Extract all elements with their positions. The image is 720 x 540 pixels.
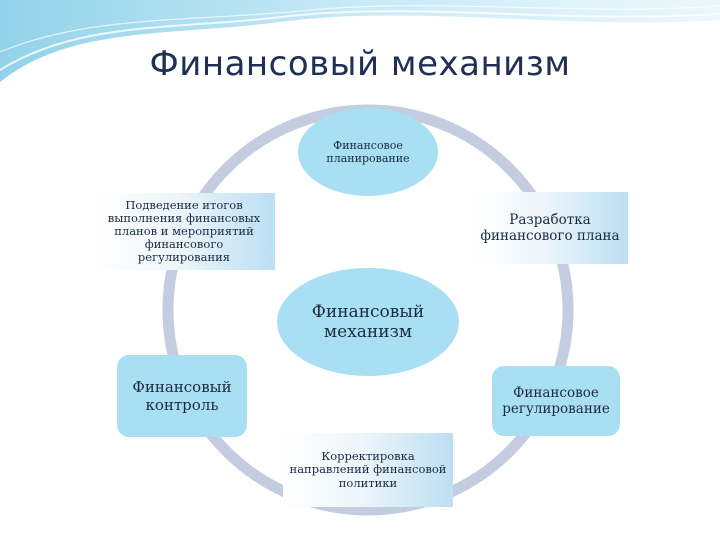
node-label: Финансовый механизм xyxy=(311,301,425,342)
node-financial-control: Финансовый контроль xyxy=(117,355,247,437)
node-develop-plan: Разработка финансового плана xyxy=(472,192,628,264)
node-label: Разработка финансового плана xyxy=(480,211,620,244)
node-label: Финансовое планирование xyxy=(326,138,410,165)
node-label: Корректировка направлений финансовой пол… xyxy=(289,449,447,490)
node-label: Финансовое регулирование xyxy=(502,384,610,417)
node-label: Подведение итогов выполнения финансовых … xyxy=(107,198,261,264)
node-label: Финансовый контроль xyxy=(132,378,232,414)
page-title: Финансовый механизм xyxy=(149,44,571,84)
node-policy-correction: Корректировка направлений финансовой пол… xyxy=(283,433,453,507)
node-summary-results: Подведение итогов выполнения финансовых … xyxy=(93,193,275,270)
node-financial-planning: Финансовое планирование xyxy=(298,108,438,196)
header-wave-line-2 xyxy=(0,5,720,53)
node-financial-regulation: Финансовое регулирование xyxy=(492,366,620,436)
node-financial-mechanism: Финансовый механизм xyxy=(277,268,459,376)
header-wave xyxy=(0,0,720,82)
header-wave-line xyxy=(0,10,720,71)
